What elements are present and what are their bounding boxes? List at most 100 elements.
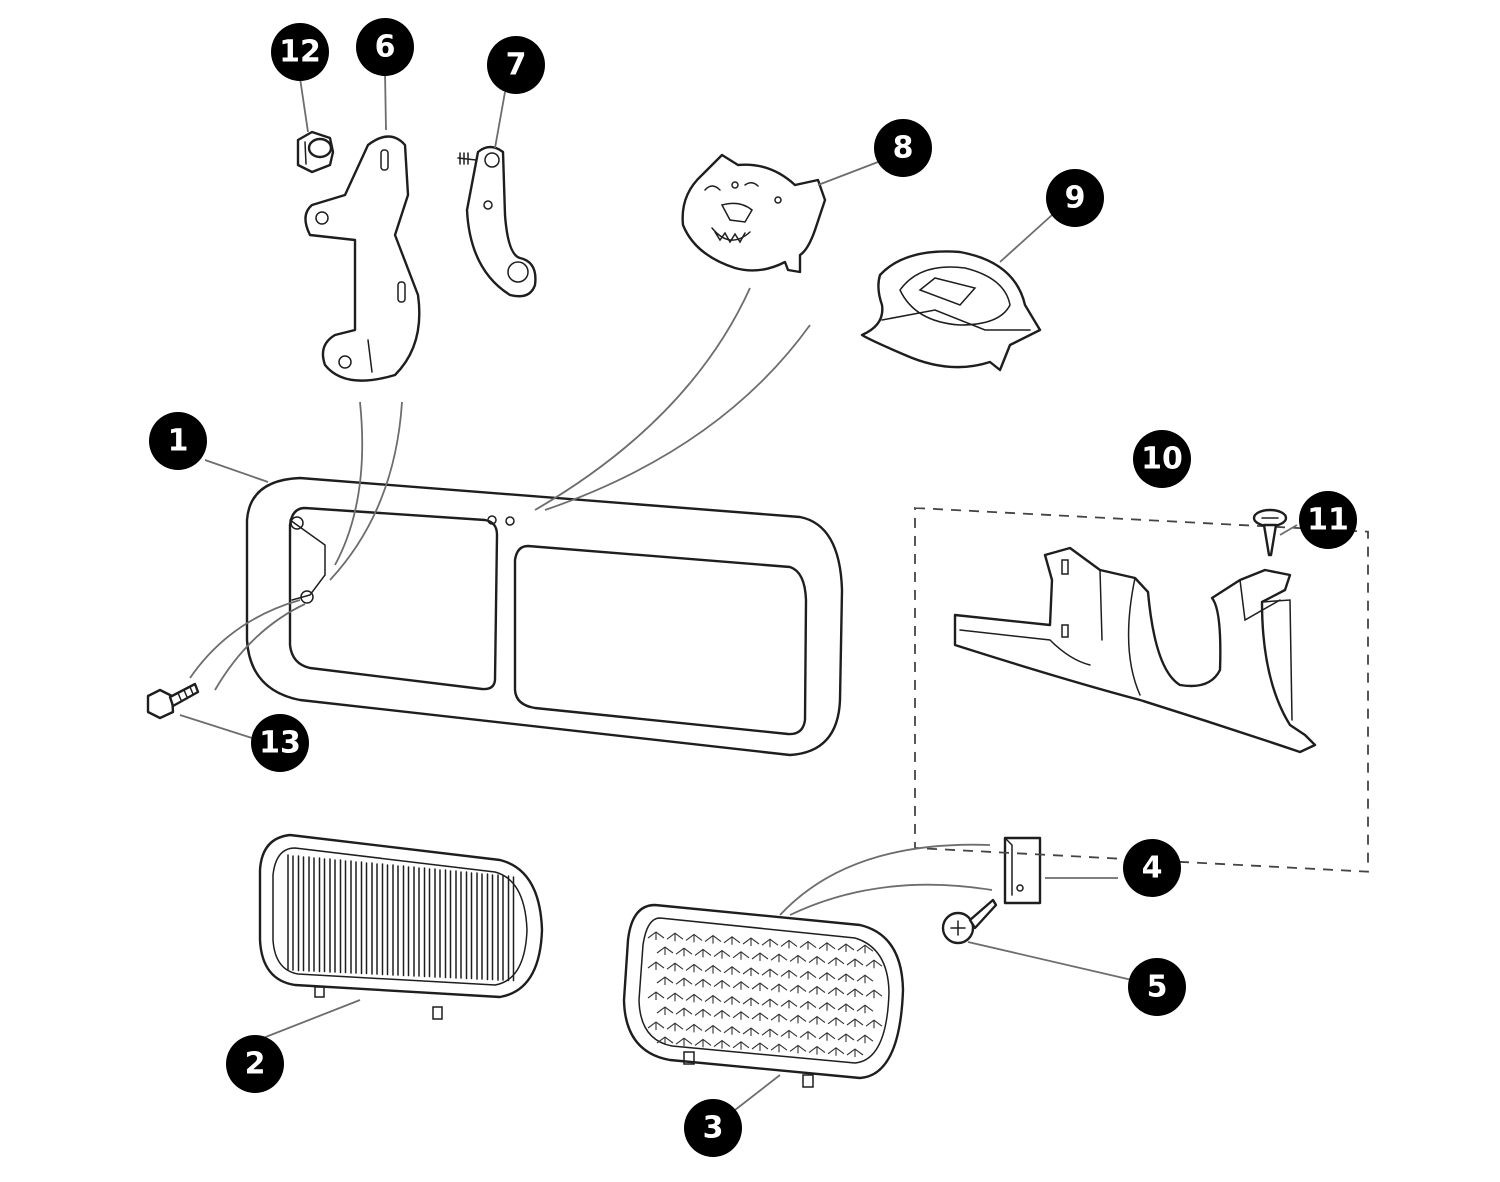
part-1-grille-surround [245, 476, 844, 757]
mesh-cell [685, 963, 703, 973]
mesh-cell [656, 1036, 674, 1045]
mesh-cell [761, 938, 779, 948]
grille-bar [423, 867, 431, 978]
part-3-mesh-grille [622, 903, 905, 1088]
svg-text:10: 10 [1141, 442, 1183, 477]
mesh-cell [827, 957, 845, 966]
svg-text:13: 13 [259, 726, 301, 761]
mesh-cell [818, 942, 836, 951]
mesh-cell [656, 976, 674, 985]
part-9-badge-housing [860, 250, 1042, 372]
mesh-cell [780, 1029, 798, 1039]
mesh-cell [694, 948, 712, 958]
mesh-cell [732, 1041, 750, 1050]
mesh-cell [713, 979, 731, 989]
grille-bar [413, 866, 420, 977]
mesh-cell [751, 952, 769, 961]
mesh-cell [713, 949, 731, 959]
grille-bar [444, 869, 452, 979]
mesh-cell [799, 1030, 817, 1040]
mesh-cell [647, 1021, 665, 1030]
mesh-cell [666, 932, 684, 942]
mesh-cell [789, 1044, 807, 1054]
grille-bar [476, 872, 483, 980]
mesh-cell [694, 1008, 712, 1018]
mesh-cell [837, 943, 855, 952]
mesh-cell [799, 1000, 817, 1010]
grille-bar [392, 864, 399, 976]
mesh-cell [780, 999, 798, 1009]
mesh-cell [704, 994, 722, 1004]
grille-bar [287, 854, 294, 971]
mesh-cell [666, 1022, 684, 1032]
mesh-cell [751, 1042, 769, 1051]
mesh-cell [675, 1037, 693, 1047]
mesh-cell [666, 962, 684, 972]
callout-9: 9 [1046, 169, 1104, 227]
callout-2: 2 [226, 1035, 284, 1093]
callout-7: 7 [487, 36, 545, 94]
mesh-cell [818, 972, 836, 981]
mesh-cell [713, 1009, 731, 1019]
mesh-cell [685, 1023, 703, 1033]
mesh-cell [818, 1002, 836, 1011]
mesh-cell [808, 955, 826, 965]
mesh-cell [742, 997, 760, 1006]
mesh-cell [751, 982, 769, 991]
callout-4: 4 [1123, 839, 1181, 897]
mesh-cell [656, 946, 674, 955]
mesh-cell [761, 998, 779, 1008]
grille-bar [465, 871, 473, 980]
callout-13: 13 [251, 714, 309, 772]
svg-text:9: 9 [1065, 181, 1086, 216]
mesh-cell [846, 1018, 864, 1027]
mesh-cell [865, 959, 883, 969]
mesh-cell [780, 969, 798, 979]
mesh-cell [723, 996, 741, 1005]
svg-text:3: 3 [703, 1111, 724, 1146]
grille-bar [455, 870, 462, 979]
grille-bar [329, 858, 336, 973]
mesh-cell [666, 992, 684, 1002]
mesh-cell [704, 1024, 722, 1034]
mesh-cell [732, 1011, 750, 1020]
grille-bar [318, 857, 326, 973]
svg-text:8: 8 [893, 131, 914, 166]
mesh-cell [780, 939, 798, 949]
mesh-cell [837, 973, 855, 982]
mesh-cell [846, 958, 864, 967]
mesh-cell [751, 1012, 769, 1021]
mesh-cell [799, 970, 817, 980]
mesh-cell [685, 933, 703, 943]
mesh-cell [808, 1045, 826, 1055]
grille-bar [371, 862, 378, 975]
mesh-cell [837, 1033, 855, 1042]
mesh-cell [856, 1034, 874, 1044]
part-12-nut [296, 130, 335, 174]
callout-12: 12 [271, 23, 329, 81]
mesh-cell [694, 978, 712, 988]
grille-bar [308, 856, 315, 972]
part-5-screw [941, 898, 998, 945]
mesh-cell [704, 964, 722, 974]
mesh-cell [647, 931, 665, 940]
part-7-curved-bracket [457, 145, 537, 298]
grille-bar [497, 874, 504, 981]
mesh-cell [808, 1015, 826, 1025]
mesh-cell [827, 987, 845, 996]
mesh-cell [856, 944, 874, 954]
mesh-cell [723, 936, 741, 945]
mesh-cell [865, 1019, 883, 1029]
mesh-cell [789, 954, 807, 964]
part-2-vertical-grille [258, 833, 544, 1020]
mesh-cell [846, 1048, 864, 1057]
grille-bar [297, 855, 305, 972]
leader-lines [179, 71, 1298, 1111]
mesh-cell [761, 1028, 779, 1038]
grille-bar [402, 865, 410, 977]
mesh-cell [732, 981, 750, 990]
grille-bar [486, 873, 494, 981]
mesh-cell [675, 947, 693, 957]
mesh-cell [827, 1017, 845, 1026]
part-6-bracket [304, 135, 421, 382]
